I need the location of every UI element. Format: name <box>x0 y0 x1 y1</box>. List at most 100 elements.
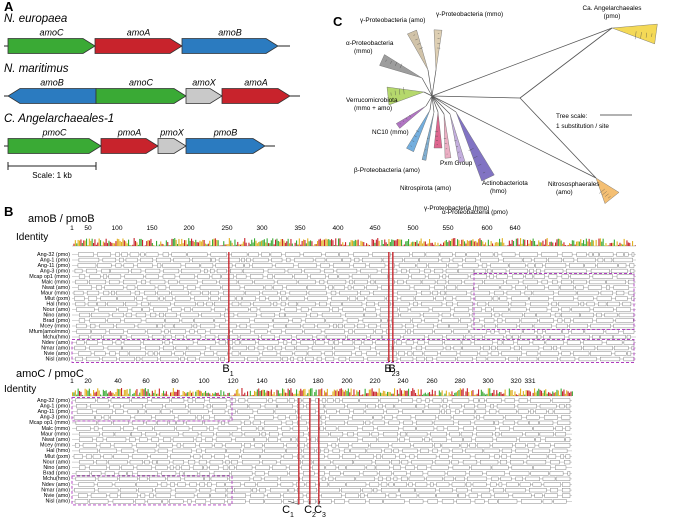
identity-bar <box>402 393 404 396</box>
identity-bar <box>564 393 566 396</box>
alignment-block <box>428 340 443 345</box>
tree-leaf-branch <box>409 114 411 118</box>
alignment-block <box>517 404 537 409</box>
gene-label: amoX <box>192 78 217 88</box>
alignment-block <box>119 351 129 356</box>
alignment-block <box>277 415 286 420</box>
alignment-block <box>234 488 252 493</box>
alignment-block <box>164 329 169 334</box>
alignment-block <box>197 274 210 279</box>
alignment-block <box>101 268 110 274</box>
alignment-block <box>316 334 326 340</box>
identity-bar <box>536 244 538 246</box>
alignment-block <box>204 334 216 340</box>
alignment-block <box>445 296 453 301</box>
organism-name: N. maritimus <box>4 63 69 75</box>
alignment-block <box>362 471 378 476</box>
alignment-block <box>373 488 378 493</box>
alignment-block <box>416 398 422 403</box>
alignment-block <box>551 398 571 403</box>
alignment-block <box>121 334 128 340</box>
alignment-block <box>380 323 389 329</box>
alignment-block <box>364 312 377 318</box>
alignment-block <box>120 493 138 498</box>
alignment-block <box>417 465 427 470</box>
identity-bar <box>163 390 165 396</box>
alignment-block <box>86 268 98 274</box>
site-marker-sub: 2 <box>392 371 396 378</box>
alignment-block <box>434 460 450 465</box>
alignment-block <box>596 318 614 323</box>
alignment-block <box>613 323 635 329</box>
alignment-block <box>346 482 367 487</box>
alignment-block <box>623 340 635 345</box>
identity-bar <box>209 240 211 246</box>
alignment-block <box>565 437 571 442</box>
alignment-block <box>174 493 195 498</box>
alignment-block <box>226 488 233 493</box>
alignment-block <box>131 454 148 459</box>
alignment-block <box>477 301 487 307</box>
alignment-block <box>548 274 558 279</box>
alignment-block <box>114 482 136 487</box>
identity-bar <box>335 390 337 396</box>
alignment-block <box>403 420 413 425</box>
alignment-block <box>441 318 459 323</box>
alignment-block <box>109 329 124 334</box>
alignment-block <box>596 296 612 301</box>
alignment-block <box>172 340 194 345</box>
tree-branch <box>431 95 597 179</box>
alignment-block <box>400 296 415 301</box>
marker-pointer <box>388 360 391 363</box>
dashed-region-box <box>473 273 635 330</box>
alignment-block <box>221 274 234 279</box>
clade-wedge <box>395 105 427 129</box>
alignment-block <box>115 340 122 345</box>
alignment-block <box>165 318 180 323</box>
alignment-block <box>155 465 168 470</box>
alignment-block <box>123 263 134 268</box>
alignment-block <box>386 296 398 301</box>
identity-bar <box>287 238 289 246</box>
alignment-block <box>483 448 500 453</box>
position-tick: 200 <box>341 378 352 385</box>
alignment-block <box>111 290 115 296</box>
alignment-block <box>456 499 471 504</box>
alignment-block <box>163 268 180 274</box>
alignment-block <box>82 443 97 448</box>
gene-arrow <box>7 88 97 104</box>
alignment-block <box>277 279 298 285</box>
alignment-block <box>199 471 210 476</box>
tree-leaf-branch <box>413 34 416 36</box>
alignment-block <box>235 437 254 442</box>
identity-bar <box>564 245 566 246</box>
alignment-block <box>215 263 233 268</box>
alignment-block <box>439 252 453 257</box>
alignment-block <box>405 323 414 329</box>
alignment-block <box>116 323 135 329</box>
identity-bar <box>220 390 222 396</box>
alignment-block <box>501 448 513 453</box>
alignment-block <box>102 432 115 437</box>
alignment-block <box>200 323 216 329</box>
alignment-block <box>137 285 156 290</box>
alignment-block <box>462 409 475 414</box>
alignment-block <box>189 409 209 414</box>
alignment-block <box>423 351 438 356</box>
alignment-block <box>123 404 144 409</box>
identity-bar <box>571 240 573 246</box>
alignment-block <box>399 437 405 442</box>
identity-bar <box>602 238 604 246</box>
alignment-block <box>74 296 85 301</box>
identity-bar <box>244 392 246 396</box>
identity-bar <box>177 389 179 396</box>
identity-bar <box>133 238 135 246</box>
identity-bar <box>205 243 207 246</box>
identity-bar <box>125 241 127 246</box>
identity-bar <box>511 390 513 396</box>
alignment-block <box>97 488 119 493</box>
alignment-block <box>102 356 117 362</box>
alignment-block <box>209 398 227 403</box>
alignment-block <box>289 290 308 296</box>
alignment-block <box>181 318 194 323</box>
